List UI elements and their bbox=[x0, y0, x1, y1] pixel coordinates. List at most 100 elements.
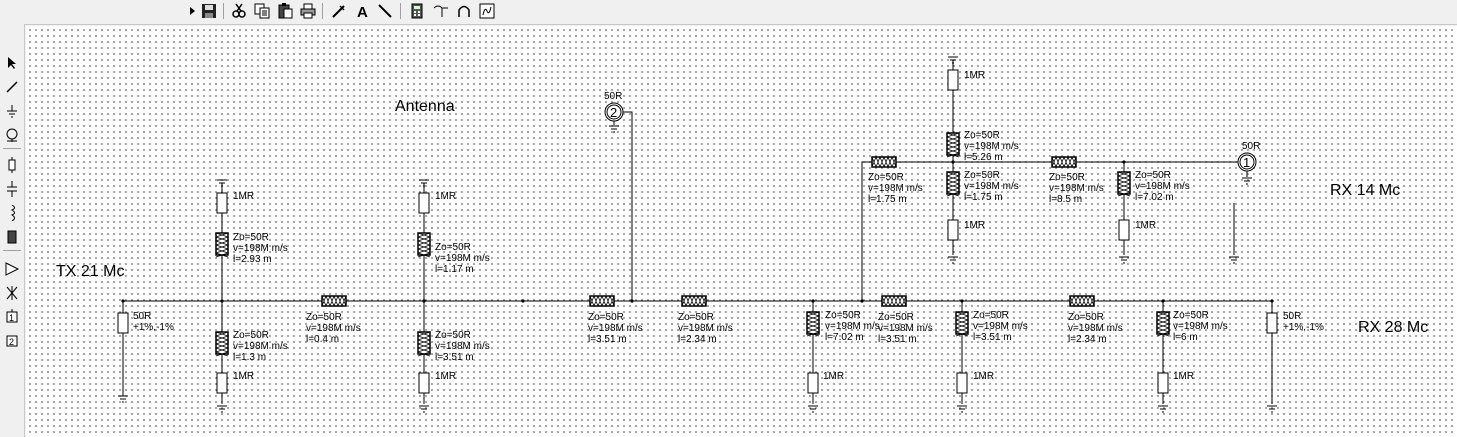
tline-stub-d-down-v: v=198M m/s bbox=[973, 321, 1028, 332]
tline-series-3-51-b-v: v=198M m/s bbox=[878, 323, 933, 334]
resistor-icon[interactable] bbox=[3, 156, 21, 174]
inductor-icon[interactable] bbox=[3, 204, 21, 222]
resistor-1mr-g-label: 1MR bbox=[1173, 371, 1194, 382]
text-icon[interactable]: A bbox=[354, 2, 372, 20]
tline-series-3-51-b[interactable] bbox=[881, 295, 907, 307]
tline-stub-e-down[interactable] bbox=[1156, 311, 1170, 337]
resistor-1mr-c[interactable] bbox=[418, 192, 430, 214]
calculator-icon[interactable] bbox=[408, 2, 426, 20]
tline-series-2-34-a[interactable] bbox=[681, 295, 707, 307]
cut-icon[interactable] bbox=[230, 2, 248, 20]
tline-rx14-5-26[interactable] bbox=[946, 132, 960, 158]
tline-rx14-1-75-a-v: v=198M m/s bbox=[868, 183, 923, 194]
svg-text:2: 2 bbox=[9, 337, 14, 347]
ground-symbol bbox=[419, 405, 429, 413]
ground-symbol bbox=[957, 405, 967, 413]
tline-icon[interactable] bbox=[3, 228, 21, 246]
probe-source-icon[interactable] bbox=[3, 126, 21, 144]
ground-symbol bbox=[948, 56, 958, 64]
load-left-resistor[interactable] bbox=[117, 312, 129, 334]
print-icon[interactable] bbox=[299, 2, 317, 20]
select-icon[interactable] bbox=[3, 54, 21, 72]
antenna-label: Antenna bbox=[395, 98, 455, 115]
tline-series-3-51-a[interactable] bbox=[589, 295, 615, 307]
tline-stub-b-down[interactable] bbox=[417, 331, 431, 357]
tline-stub-c-down[interactable] bbox=[806, 311, 820, 337]
tline-rx14-7-02[interactable] bbox=[1117, 171, 1131, 197]
tline-rx14-1-75-b[interactable] bbox=[946, 171, 960, 197]
resistor-1mr-g[interactable] bbox=[1157, 372, 1169, 394]
junction-dot bbox=[121, 299, 125, 303]
save-icon[interactable] bbox=[200, 2, 218, 20]
wires bbox=[122, 60, 1273, 404]
resistor-1mr-h[interactable] bbox=[947, 69, 959, 91]
line-tool-icon[interactable] bbox=[376, 2, 394, 20]
tline-rx14-1-75-b-v: v=198M m/s bbox=[964, 181, 1019, 192]
wire-icon[interactable] bbox=[3, 78, 21, 96]
resistor-1mr-b[interactable] bbox=[216, 372, 228, 394]
tline-stub-a-down-v: v=198M m/s bbox=[233, 341, 288, 352]
resistor-1mr-a-label: 1MR bbox=[233, 191, 254, 202]
resistor-1mr-f-label: 1MR bbox=[973, 371, 994, 382]
resistor-1mr-a[interactable] bbox=[216, 192, 228, 214]
tline-series-2-34-b-zo: Zo=50R bbox=[1068, 312, 1104, 323]
tline-stub-b-up[interactable] bbox=[417, 232, 431, 258]
rx28-label: RX 28 Mc bbox=[1358, 319, 1428, 336]
load-left-tol: +1%,-1% bbox=[133, 322, 174, 333]
tline-rx14-7-02-zo: Zo=50R bbox=[1135, 170, 1171, 181]
tline-stub-a-down-zo: Zo=50R bbox=[233, 330, 269, 341]
tline-stub-a-down-l: l=1.3 m bbox=[233, 352, 266, 363]
transformer-icon[interactable] bbox=[3, 284, 21, 302]
tline-series-2-34-b-l: l=2.34 m bbox=[1068, 334, 1107, 345]
resistor-1mr-e-label: 1MR bbox=[823, 371, 844, 382]
tline-rx14-8-5[interactable] bbox=[1051, 156, 1077, 168]
tline-series-0-4[interactable] bbox=[321, 295, 347, 307]
transform-icon[interactable] bbox=[432, 2, 450, 20]
tline-rx14-7-02-v: v=198M m/s bbox=[1135, 181, 1190, 192]
tline-stub-d-down-l: l=3.51 m bbox=[973, 332, 1012, 343]
fit-icon[interactable] bbox=[478, 2, 496, 20]
resistor-1mr-d[interactable] bbox=[418, 372, 430, 394]
arrow-icon[interactable] bbox=[183, 2, 201, 20]
resistor-1mr-j[interactable] bbox=[1118, 219, 1130, 241]
junction-dot bbox=[220, 299, 224, 303]
junction-dot bbox=[1122, 160, 1126, 164]
tline-stub-a-down[interactable] bbox=[215, 331, 229, 357]
tline-series-2-34-b-v: v=198M m/s bbox=[1068, 323, 1123, 334]
load-left-value: 50R bbox=[133, 311, 151, 322]
tline-series-2-34-b[interactable] bbox=[1069, 295, 1095, 307]
port-1-rx14[interactable]: 1 bbox=[1237, 152, 1257, 172]
junction-dot bbox=[811, 299, 815, 303]
copy-icon[interactable] bbox=[253, 2, 271, 20]
capacitor-icon[interactable] bbox=[3, 180, 21, 198]
probe-icon[interactable] bbox=[330, 2, 348, 20]
resistor-1mr-i[interactable] bbox=[947, 219, 959, 241]
tline-series-3-51-b-zo: Zo=50R bbox=[878, 312, 914, 323]
arc-icon[interactable] bbox=[455, 2, 473, 20]
load-right-resistor[interactable] bbox=[1266, 312, 1278, 334]
tline-stub-c-down-zo: Zo=50R bbox=[825, 310, 861, 321]
resistor-1mr-f[interactable] bbox=[956, 372, 968, 394]
tline-series-0-4-zo: Zo=50R bbox=[306, 312, 342, 323]
paste-icon[interactable] bbox=[276, 2, 294, 20]
tline-series-2-34-a-l: l=2.34 m bbox=[678, 334, 717, 345]
ground-icon[interactable] bbox=[3, 102, 21, 120]
ground-symbol bbox=[217, 405, 227, 413]
port1-icon[interactable]: 1 bbox=[3, 308, 21, 326]
amplifier-icon[interactable] bbox=[3, 260, 21, 278]
port-1-rx14-number: 1 bbox=[1243, 155, 1250, 170]
tline-rx14-1-75-a[interactable] bbox=[871, 156, 897, 168]
resistor-1mr-c-label: 1MR bbox=[435, 191, 456, 202]
tline-stub-a-up[interactable] bbox=[215, 232, 229, 258]
tline-stub-a-up-v: v=198M m/s bbox=[233, 243, 288, 254]
ground-symbol bbox=[1119, 256, 1129, 264]
antenna-feed-wire bbox=[623, 111, 633, 301]
resistor-1mr-e[interactable] bbox=[807, 372, 819, 394]
top-toolbar: A bbox=[0, 0, 1457, 25]
tline-stub-d-down[interactable] bbox=[955, 311, 969, 337]
port-2-antenna[interactable]: 2 bbox=[604, 102, 624, 122]
port2-icon[interactable]: 2 bbox=[3, 332, 21, 350]
